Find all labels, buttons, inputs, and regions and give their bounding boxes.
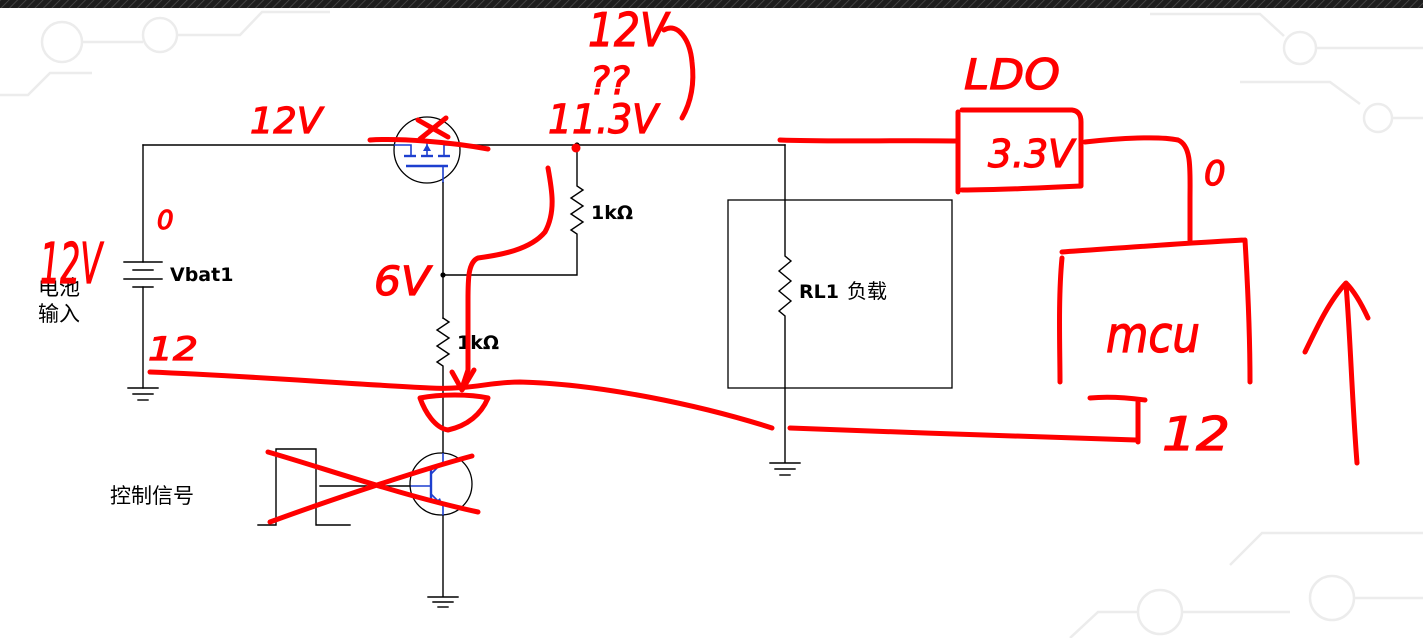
battery-return-line <box>147 369 775 431</box>
note-gate-divider-voltage: 6V <box>374 259 433 305</box>
note-ldo-output-voltage: 3.3V <box>988 132 1077 176</box>
note-top-question: ?? <box>590 59 630 103</box>
mosfet-source-lead <box>394 144 412 156</box>
divider-lower-resistor-value: 1kΩ <box>457 332 499 354</box>
note-battery-voltage: 12V <box>40 232 104 297</box>
decor-trace <box>177 10 330 37</box>
note-mcu-supply-node: 0 <box>1204 154 1226 194</box>
mosfet-cross-mark <box>415 115 451 142</box>
handwritten-annotations: 12V ?? 11.3V 12V LDO 3.3V 0 mcu 12 12V 0… <box>39 2 1371 525</box>
battery-caption-line1: 电池 <box>38 276 80 300</box>
note-battery-positive-node: 0 <box>157 206 174 236</box>
top-note-bracket <box>661 25 696 121</box>
decor-trace <box>1150 12 1285 37</box>
decor-trace <box>1229 531 1423 566</box>
mosfet-strike-line <box>367 136 491 152</box>
note-supply-wire-voltage: 12V <box>250 101 324 142</box>
mosfet-body-arrow <box>423 144 431 151</box>
rail-node-dot <box>571 143 581 153</box>
load-ground-symbol <box>769 462 801 476</box>
note-mcu-label: mcu <box>1106 306 1200 364</box>
ldo-to-mcu-line <box>1082 135 1193 243</box>
divider-current-arrowhead <box>449 367 477 393</box>
control-signal-caption: 控制信号 <box>110 484 194 508</box>
load-caption: 负载 <box>847 279 887 303</box>
note-switch-output-voltage: 11.3V <box>548 97 660 143</box>
battery-caption-line2: 输入 <box>38 302 80 326</box>
rail-to-ldo-line <box>777 137 961 144</box>
note-ldo-title: LDO <box>964 50 1060 99</box>
divider-current-path <box>459 165 555 391</box>
mcu-box <box>1057 237 1253 385</box>
decor-trace <box>0 71 92 97</box>
return-bowl-mark <box>417 392 491 433</box>
transistor-body-circle <box>409 452 473 516</box>
divider-lower-resistor <box>435 317 451 454</box>
background-circuit-pattern <box>0 10 1423 638</box>
load-resistor <box>777 144 793 463</box>
divider-upper-resistor <box>442 144 585 276</box>
note-top-voltage: 12V <box>588 3 671 57</box>
schematic: Vbat1 电池 输入 1kΩ 1kΩ <box>38 116 953 608</box>
mcu-ground-stub <box>1087 394 1148 445</box>
note-mcu-ground-node: 12 <box>1162 407 1230 461</box>
transistor-cross-mark <box>265 449 481 525</box>
decor-trace <box>1069 610 1138 638</box>
divider-upper-resistor-value: 1kΩ <box>591 202 633 224</box>
top-window-band <box>0 0 1423 8</box>
battery-name: Vbat1 <box>170 264 233 286</box>
mosfet-body-circle <box>393 116 461 184</box>
decor-trace <box>1240 80 1361 106</box>
load-name: RL1 <box>799 281 839 303</box>
control-pulse-waveform <box>257 448 351 526</box>
transistor-ground-symbol <box>427 596 459 608</box>
note-battery-negative-node: 12 <box>148 330 198 368</box>
ldo-box <box>955 107 1084 195</box>
load-to-mcu-ground-line <box>787 425 1139 443</box>
upward-arrow <box>1302 280 1371 466</box>
battery-ground-symbol <box>127 387 159 401</box>
load-box <box>727 199 953 389</box>
